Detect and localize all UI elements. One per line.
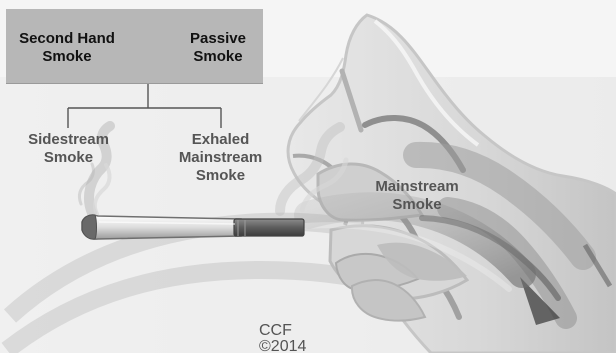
sidestream-smoke-label: Sidestream Smoke	[16, 131, 121, 167]
second-hand-line-2: Smoke	[9, 48, 125, 66]
sidestream-line-1: Sidestream	[16, 131, 121, 149]
passive-line-1: Passive	[167, 30, 269, 48]
mainstream-line-2: Smoke	[368, 196, 466, 214]
second-hand-line-1: Second Hand	[9, 30, 125, 48]
credit-label: CCF ©2014	[259, 323, 329, 353]
credit-line-1: CCF	[259, 323, 329, 339]
second-hand-smoke-label: Second Hand Smoke	[9, 30, 125, 66]
passive-smoke-label: Passive Smoke	[167, 30, 269, 66]
passive-line-2: Smoke	[167, 48, 269, 66]
exhaled-line-2: Mainstream	[161, 149, 280, 167]
credit-line-2: ©2014	[259, 339, 329, 353]
exhaled-line-3: Smoke	[161, 167, 280, 185]
exhaled-mainstream-smoke-label: Exhaled Mainstream Smoke	[161, 131, 280, 185]
exhaled-line-1: Exhaled	[161, 131, 280, 149]
sidestream-line-2: Smoke	[16, 149, 121, 167]
mainstream-smoke-label: Mainstream Smoke	[368, 178, 466, 214]
mainstream-line-1: Mainstream	[368, 178, 466, 196]
cigarette	[82, 215, 304, 239]
